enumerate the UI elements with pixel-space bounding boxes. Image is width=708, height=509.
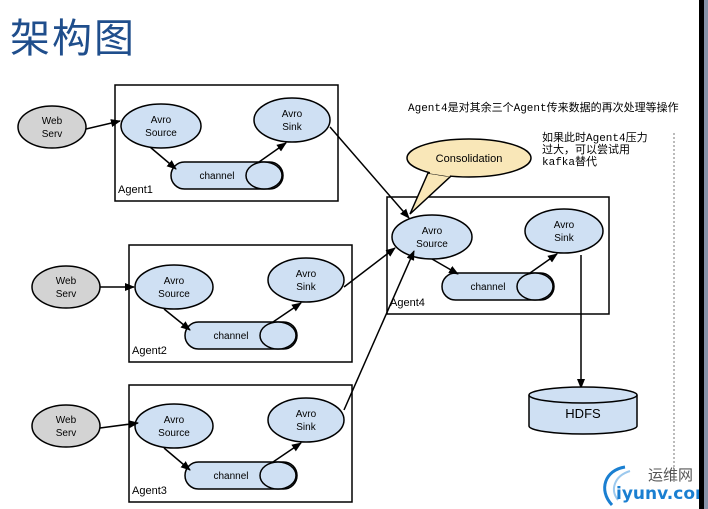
watermark-swoosh-icon xyxy=(613,470,631,501)
web-server-label: Serv xyxy=(42,129,63,140)
kafka-hint-line: kafka替代 xyxy=(542,157,598,169)
channel-end-cap xyxy=(245,161,283,190)
hdfs-cylinder-top xyxy=(528,386,638,404)
avro-source-label: Avro xyxy=(164,415,185,426)
avro-source-node xyxy=(134,403,214,449)
avro-sink-label: Sink xyxy=(296,422,316,433)
arrow-agent1-sink-to-agent4-source xyxy=(329,126,410,219)
channel-label: channel xyxy=(213,331,248,342)
avro-sink-label: Avro xyxy=(554,220,575,231)
kafka-hint-line: 过大，可以尝试用 xyxy=(542,145,630,157)
watermark-logo: 运维网 iyunv.com xyxy=(598,462,708,508)
avro-source-label: Source xyxy=(416,239,448,250)
avro-sink-label: Sink xyxy=(282,122,302,133)
watermark-cn: 运维网 xyxy=(648,466,694,484)
arrow-web-to-source xyxy=(85,119,121,130)
agent2-group: Agent2 Web Serv Avro Source Avro Sink ch… xyxy=(31,244,353,363)
arrow-web-to-source xyxy=(99,420,139,429)
callout-join xyxy=(429,170,451,177)
agent4-label: Agent4 xyxy=(390,297,425,309)
agent4-group: Agent4 Avro Source Avro Sink channel xyxy=(386,196,610,315)
agent4-description-note: Agent4是对其余三个Agent传来数据的再次处理等操作 xyxy=(408,103,679,115)
avro-sink-label: Avro xyxy=(296,269,317,280)
avro-source-label: Source xyxy=(145,128,177,139)
arrow-agent3-sink-to-agent4-source xyxy=(343,250,415,411)
channel-end-cap xyxy=(259,321,297,350)
callout-pointer xyxy=(409,172,453,215)
avro-sink-node xyxy=(524,208,604,254)
agent3-box xyxy=(128,384,353,503)
window-edge-gray xyxy=(704,0,708,509)
avro-sink-node xyxy=(253,97,331,143)
arrow-source-to-channel xyxy=(431,258,459,275)
avro-source-node xyxy=(134,264,214,310)
agent1-group: Agent1 Web Serv Avro Source Avro Sink ch… xyxy=(17,84,339,202)
arrow-source-to-channel xyxy=(163,447,191,471)
avro-sink-label: Sink xyxy=(296,282,316,293)
agent3-group: Agent3 Web Serv Avro Source Avro Sink ch… xyxy=(31,384,353,503)
arrow-channel-to-sink xyxy=(272,442,302,463)
web-server-label: Web xyxy=(56,415,77,426)
agent1-label: Agent1 xyxy=(118,184,153,196)
consolidation-callout: Consolidation xyxy=(406,138,532,215)
hdfs-storage: HDFS xyxy=(528,386,638,435)
avro-source-node xyxy=(391,214,473,260)
avro-source-label: Avro xyxy=(151,115,172,126)
web-server-label: Serv xyxy=(56,428,77,439)
avro-sink-node xyxy=(267,397,345,443)
agent2-label: Agent2 xyxy=(132,345,167,357)
callout-bubble xyxy=(406,138,532,178)
avro-sink-label: Avro xyxy=(296,409,317,420)
web-server-node xyxy=(17,105,87,149)
avro-sink-label: Sink xyxy=(554,233,574,244)
web-server-label: Web xyxy=(42,116,63,127)
channel-label: channel xyxy=(213,471,248,482)
channel-end-cap xyxy=(259,461,297,490)
avro-source-label: Avro xyxy=(422,226,443,237)
agent1-box xyxy=(114,84,339,202)
avro-source-label: Avro xyxy=(164,276,185,287)
avro-source-node xyxy=(120,103,202,149)
window-edge-dark xyxy=(699,0,704,509)
watermark-swoosh-icon xyxy=(603,465,626,507)
web-server-label: Web xyxy=(56,276,77,287)
channel-end-cap xyxy=(516,272,554,301)
page-title: 架构图 xyxy=(10,16,136,62)
arrow-source-to-channel xyxy=(163,308,191,331)
avro-source-label: Source xyxy=(158,289,190,300)
arrow-source-to-channel xyxy=(149,146,177,170)
avro-sink-node xyxy=(267,257,345,303)
callout-label: Consolidation xyxy=(436,153,503,165)
kafka-hint-line: 如果此时Agent4压力 xyxy=(542,133,648,145)
web-server-node xyxy=(31,265,101,309)
arrow-channel-to-sink xyxy=(529,253,558,274)
avro-source-label: Source xyxy=(158,428,190,439)
arrow-channel-to-sink xyxy=(272,302,302,323)
agent2-box xyxy=(128,244,353,363)
hdfs-cylinder-body xyxy=(528,395,638,435)
arrow-agent2-sink-to-agent4-source xyxy=(343,247,396,288)
web-server-node xyxy=(31,404,101,448)
watermark-en: iyunv.com xyxy=(616,484,708,504)
channel-label: channel xyxy=(470,282,505,293)
avro-sink-label: Avro xyxy=(282,109,303,120)
kafka-hint-note: 如果此时Agent4压力 过大，可以尝试用 kafka替代 xyxy=(542,133,672,169)
hdfs-label: HDFS xyxy=(565,406,601,421)
web-server-label: Serv xyxy=(56,289,77,300)
channel-label: channel xyxy=(199,171,234,182)
agent3-label: Agent3 xyxy=(132,485,167,497)
arrow-channel-to-sink xyxy=(258,142,287,163)
